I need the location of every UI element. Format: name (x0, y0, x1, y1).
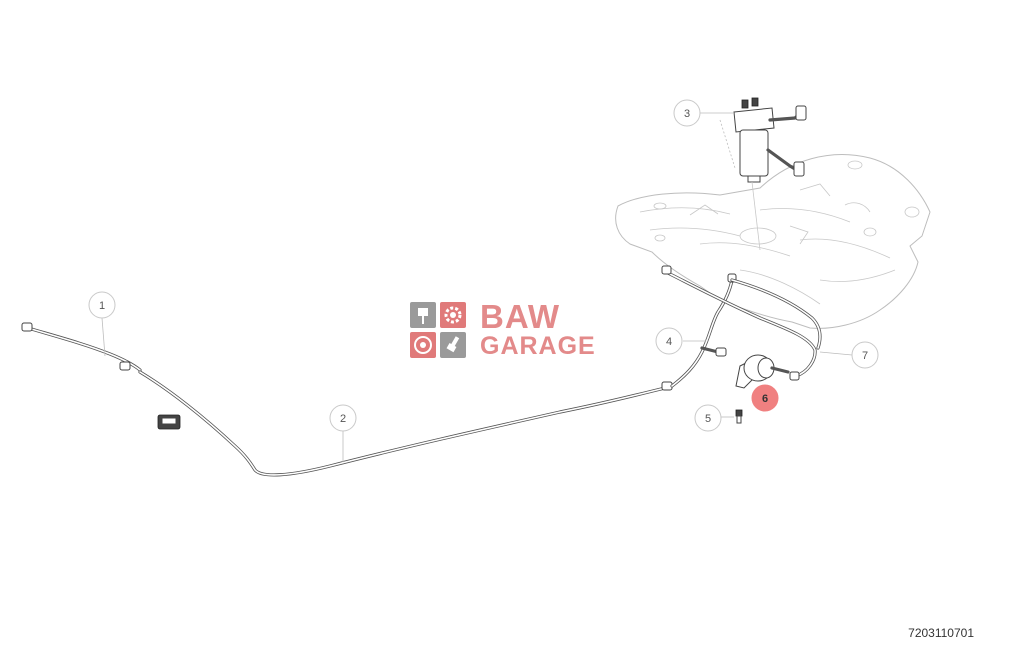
logo-brand-text: BAW (480, 298, 560, 335)
callout-4: 4 (655, 327, 683, 355)
bolt (735, 409, 743, 424)
fuel-line-7 (661, 265, 822, 381)
fuel-pump-assembly (733, 97, 807, 251)
fuel-filter (735, 354, 790, 389)
callout-7: 7 (851, 341, 879, 369)
watermark-logo: BAW GARAGE (410, 300, 610, 362)
logo-sub-text: GARAGE (480, 332, 596, 360)
fuel-line-1 (21, 322, 142, 372)
spark-plug-icon (440, 332, 466, 358)
svg-text:2: 2 (340, 413, 346, 425)
callout-5: 5 (694, 404, 722, 432)
callout-6-highlighted[interactable]: 6 (751, 384, 779, 412)
callout-2: 2 (329, 404, 357, 432)
fuel-tank (615, 154, 931, 329)
fuel-line-2 (138, 370, 673, 477)
callout-3: 3 (673, 99, 701, 127)
svg-text:5: 5 (705, 413, 711, 425)
callout-1: 1 (88, 291, 116, 319)
gear-icon (440, 302, 466, 328)
svg-text:3: 3 (684, 108, 690, 120)
line-clip (157, 414, 181, 430)
svg-text:6: 6 (762, 393, 768, 405)
piston-icon (410, 302, 436, 328)
svg-text:7: 7 (862, 350, 868, 362)
wheel-icon (410, 332, 436, 358)
svg-text:1: 1 (99, 300, 105, 312)
svg-text:4: 4 (666, 336, 672, 348)
drawing-number: 7203110701 (908, 626, 974, 640)
